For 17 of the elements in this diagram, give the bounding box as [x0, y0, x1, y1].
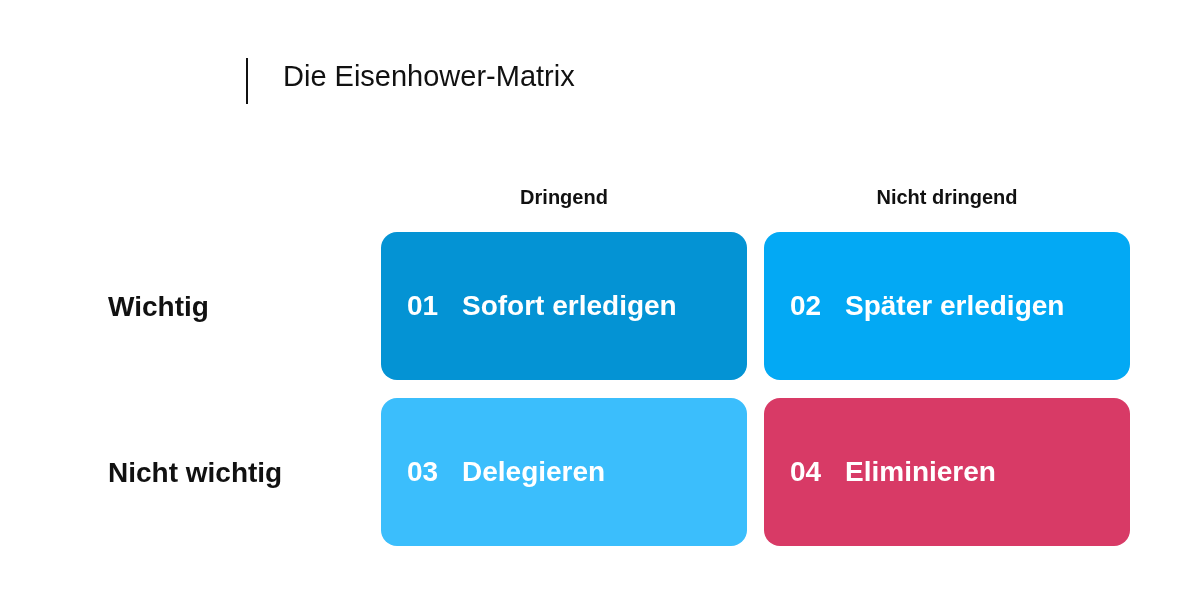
- quadrant-box: [381, 232, 747, 380]
- quadrant-box: [764, 232, 1130, 380]
- quadrant-title: Sofort erledigen: [462, 289, 677, 323]
- column-header: Nicht dringend: [876, 185, 1018, 209]
- quadrant-box: [381, 398, 747, 546]
- quadrant-title: Delegieren: [462, 455, 606, 489]
- quadrant-number: 03: [407, 455, 439, 489]
- row-header: Wichtig: [108, 290, 209, 324]
- quadrant-title: Eliminieren: [845, 455, 996, 489]
- quadrant-box: [764, 398, 1130, 546]
- row-header: Nicht wichtig: [108, 456, 283, 490]
- quadrant-number: 04: [790, 455, 822, 489]
- column-header: Dringend: [520, 185, 608, 209]
- diagram-title: Die Eisenhower-Matrix: [283, 59, 575, 94]
- quadrant-number: 01: [407, 289, 439, 323]
- quadrant-title: Später erledigen: [845, 289, 1065, 323]
- quadrant-number: 02: [790, 289, 822, 323]
